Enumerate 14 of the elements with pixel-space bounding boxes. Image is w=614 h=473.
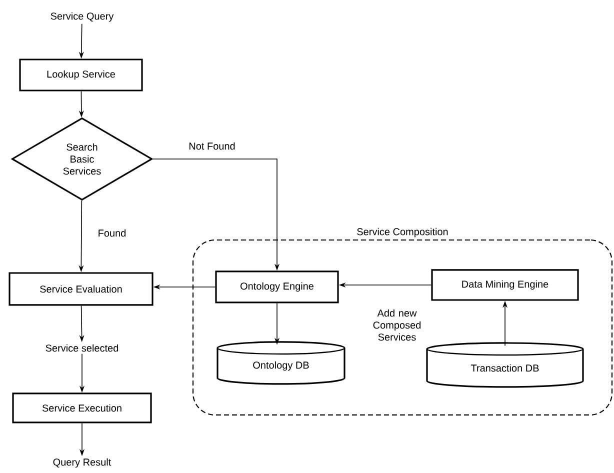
edge-label: Add new Composed Services	[361, 308, 433, 342]
process-box: Service Evaluation	[8, 272, 154, 306]
node-label: Service Composition	[357, 228, 448, 238]
database-cylinder: Transaction DB	[426, 342, 584, 388]
process-box: Service Execution	[12, 392, 152, 424]
database-cylinder: Ontology DB	[216, 341, 346, 385]
process-box: Lookup Service	[19, 58, 143, 92]
edge-label: Not Found	[188, 141, 236, 151]
edge-label: Found	[96, 228, 128, 238]
process-box: Ontology Engine	[215, 270, 339, 304]
flow-text: Query Result	[53, 458, 112, 468]
process-box: Data Mining Engine	[431, 269, 579, 301]
flow-text: Service selected	[46, 344, 118, 352]
flow-text: Service Query	[50, 12, 114, 22]
